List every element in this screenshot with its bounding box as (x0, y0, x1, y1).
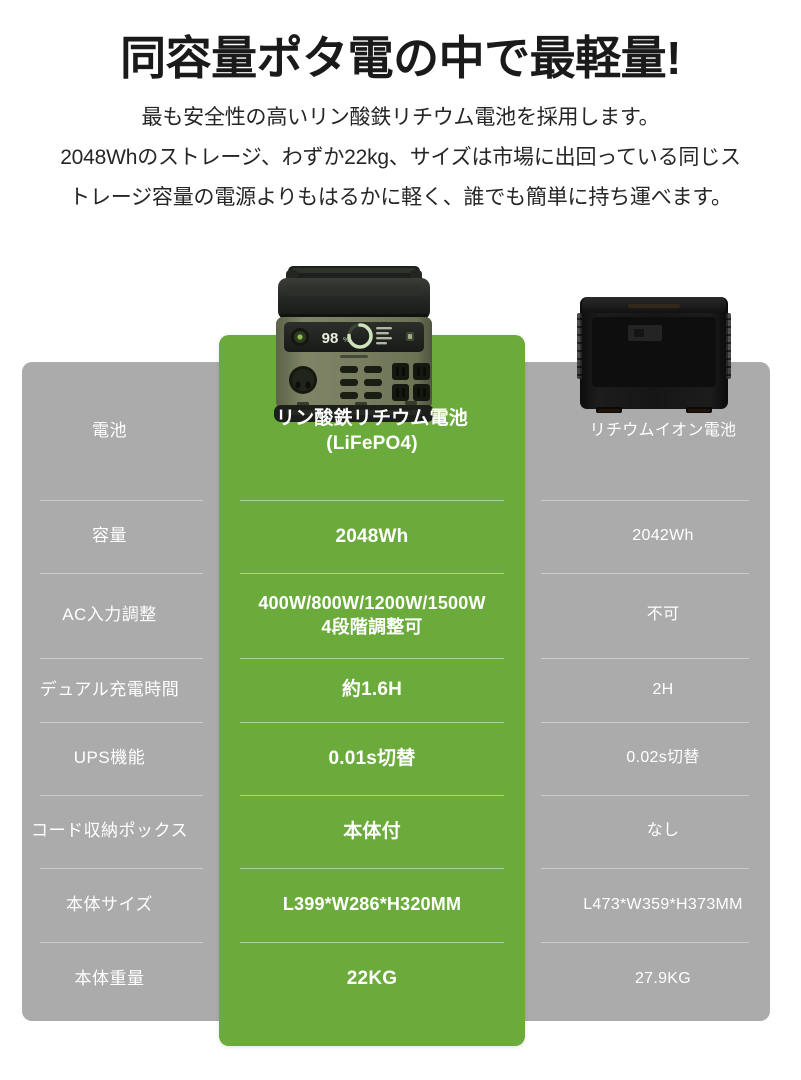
subtitle-line-2: 2048Whのストレージ、わずか22kg、サイズは市場に出回っている同じス (60, 146, 741, 170)
table-row: UPS機能 0.01s切替 0.02s切替 (0, 722, 801, 795)
row-label-ups: UPS機能 (0, 722, 219, 795)
row-value-theirs-ups: 0.02s切替 (525, 722, 801, 795)
row-value-text: 本体付 (343, 820, 401, 842)
row-value-text: L473*W359*H373MM (583, 895, 743, 913)
row-label-text: 本体重量 (74, 968, 145, 988)
subtitle-line-1: 最も安全性の高いリン酸鉄リチウム電池を採用します。 (141, 106, 660, 130)
table-row: AC入力調整 400W/800W/1200W/1500W 4段階調整可 不可 (0, 573, 801, 658)
row-value-text: 2042Wh (632, 527, 694, 545)
table-row: コード収納ポックス 本体付 なし (0, 795, 801, 868)
row-label-dual-charge-time: デュアル充電時間 (0, 658, 219, 722)
comparison-table: 電池 リン酸鉄リチウム電池 (LiFePO4) リチウムイオン電池 容量 204… (0, 362, 801, 1046)
row-value-text: 約1.6H (341, 679, 403, 701)
row-label-cord-box: コード収納ポックス (0, 795, 219, 868)
row-label-text: 容量 (92, 526, 127, 546)
table-row: 本体サイズ L399*W286*H320MM L473*W359*H373MM (0, 868, 801, 942)
row-value-ours-ac-input: 400W/800W/1200W/1500W 4段階調整可 (219, 573, 525, 658)
row-label-text: 本体サイズ (66, 894, 153, 914)
row-value-text: 0.02s切替 (626, 749, 700, 767)
row-value-ours-dual-charge-time: 約1.6H (219, 658, 525, 722)
page-title: 同容量ポタ電の中で最軽量! (120, 32, 681, 84)
table-row: デュアル充電時間 約1.6H 2H (0, 658, 801, 722)
row-label-battery: 電池 (0, 362, 219, 500)
row-value-ours-dimensions: L399*W286*H320MM (219, 868, 525, 942)
row-value-text: 不可 (646, 606, 680, 624)
row-value-ours-cord-box: 本体付 (219, 795, 525, 868)
row-value-text: なし (646, 822, 680, 840)
row-value-text: 22KG (346, 968, 398, 990)
subtitle-line-3: トレージ容量の電源よりもはるかに軽く、誰でも簡単に持ち運べます。 (69, 186, 732, 210)
row-value-theirs-dimensions: L473*W359*H373MM (525, 868, 801, 942)
row-value-text: 0.01s切替 (328, 747, 416, 769)
row-label-capacity: 容量 (0, 500, 219, 573)
row-label-text: デュアル充電時間 (39, 679, 180, 699)
comparison-highlight-panel (219, 335, 525, 1046)
row-label-dimensions: 本体サイズ (0, 868, 219, 942)
row-value-ours-battery: リン酸鉄リチウム電池 (LiFePO4) (219, 362, 525, 500)
row-value-theirs-capacity: 2042Wh (525, 500, 801, 573)
row-label-text: AC入力調整 (62, 605, 157, 625)
header: 同容量ポタ電の中で最軽量! 最も安全性の高いリン酸鉄リチウム電池を採用します。 … (0, 0, 801, 218)
row-value-ours-capacity: 2048Wh (219, 500, 525, 573)
row-label-text: 電池 (92, 420, 127, 440)
row-value-text: 2H (652, 680, 674, 698)
row-value-theirs-ac-input: 不可 (525, 573, 801, 658)
row-label-text: UPS機能 (73, 748, 146, 768)
svg-text:98: 98 (322, 330, 339, 347)
row-value-ours-weight: 22KG (219, 942, 525, 1016)
row-value-text: L399*W286*H320MM (282, 894, 462, 915)
table-row: 本体重量 22KG 27.9KG (0, 942, 801, 1016)
row-value-theirs-dual-charge-time: 2H (525, 658, 801, 722)
row-label-weight: 本体重量 (0, 942, 219, 1016)
row-value-theirs-cord-box: なし (525, 795, 801, 868)
our-product-image: 98 % (274, 266, 434, 422)
subtitle-block: 最も安全性の高いリン酸鉄リチウム電池を採用します。 2048Whのストレージ、わ… (0, 98, 801, 218)
row-label-ac-input: AC入力調整 (0, 573, 219, 658)
row-value-text: 400W/800W/1200W/1500W 4段階調整可 (258, 592, 486, 637)
table-row: 容量 2048Wh 2042Wh (0, 500, 801, 573)
row-value-text: リン酸鉄リチウム電池 (LiFePO4) (275, 407, 468, 454)
row-value-text: 27.9KG (634, 969, 692, 987)
competitor-product-image (577, 297, 731, 413)
row-label-text: コード収納ポックス (31, 821, 188, 841)
row-value-text: リチウムイオン電池 (589, 421, 737, 439)
svg-text:%: % (343, 337, 349, 344)
table-row: 電池 リン酸鉄リチウム電池 (LiFePO4) リチウムイオン電池 (0, 362, 801, 500)
row-value-ours-ups: 0.01s切替 (219, 722, 525, 795)
row-value-theirs-weight: 27.9KG (525, 942, 801, 1016)
row-value-theirs-battery: リチウムイオン電池 (525, 362, 801, 500)
row-value-text: 2048Wh (335, 525, 409, 547)
